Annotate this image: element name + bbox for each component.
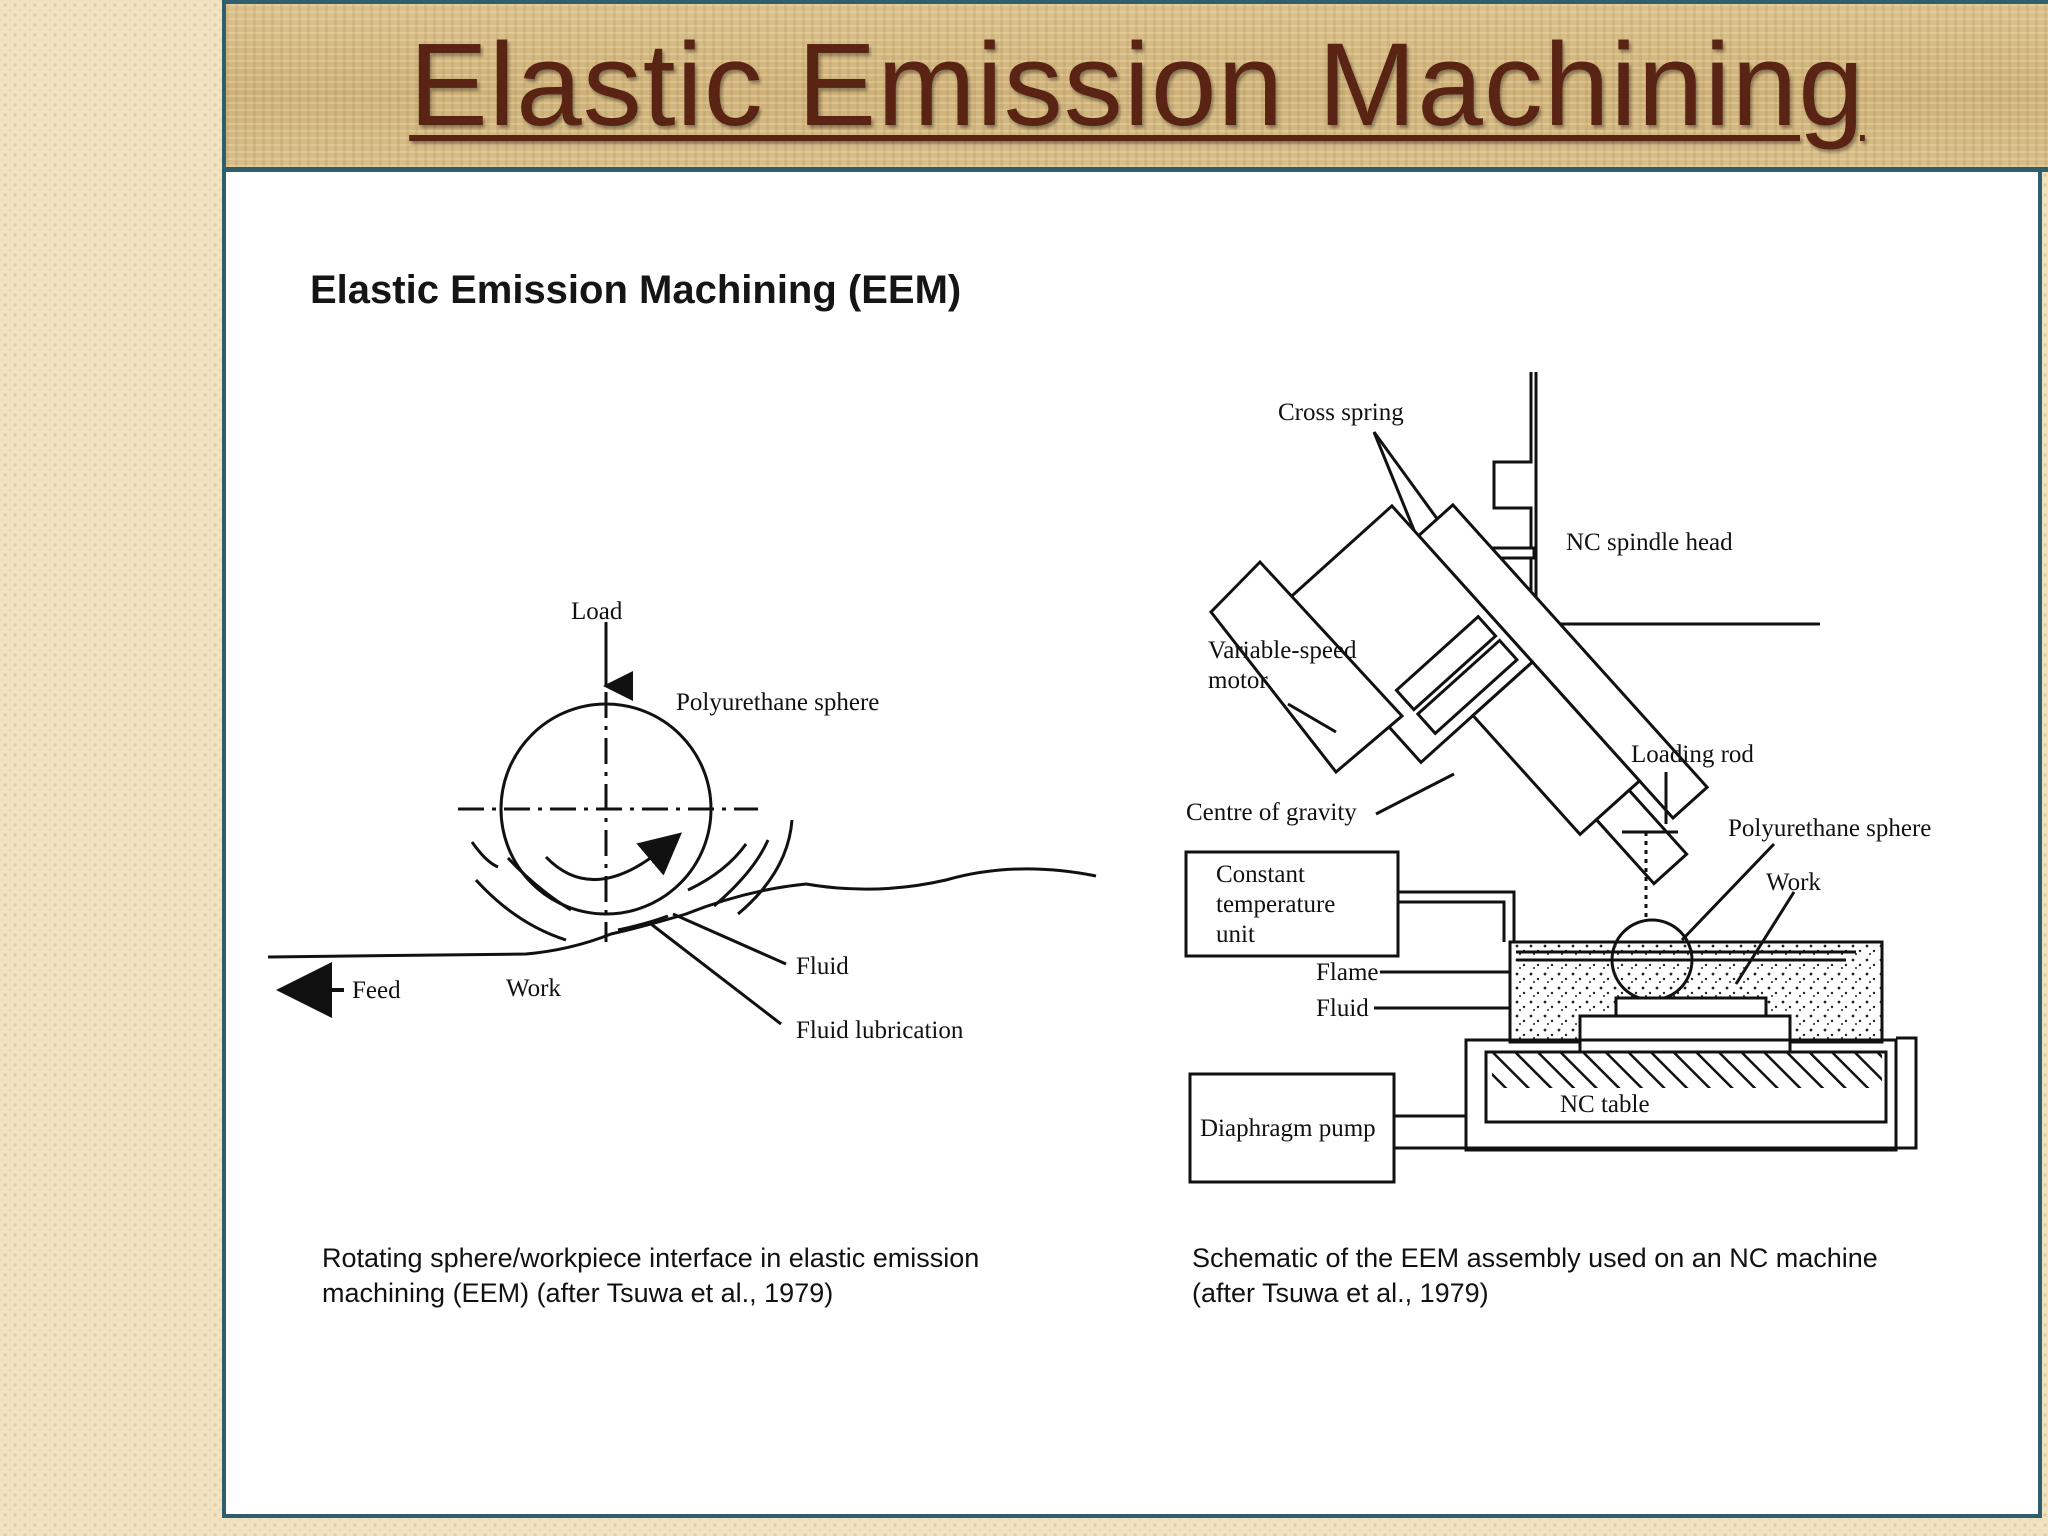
fluid-arc-5 (713, 839, 770, 908)
fluid-arc-6 (737, 819, 794, 916)
diaphragm-pump (1188, 1072, 1396, 1184)
constant-temp-pipe-1 (1398, 890, 1516, 942)
pulley-2 (1415, 638, 1520, 736)
eem-assembly-schematic (1184, 372, 1918, 1184)
sphere-leader (1680, 842, 1776, 942)
label-fluid-lubrication: Fluid lubrication (796, 1017, 964, 1044)
fluid-arc-7 (617, 914, 669, 932)
label-constant: Constant (1216, 861, 1305, 888)
spindle-shaft (1594, 788, 1689, 886)
figure-heading: Elastic Emission Machining (EEM) (310, 268, 962, 312)
cross-spring-leader-1 (1372, 431, 1420, 541)
fluid-leader (672, 912, 787, 966)
label-work-right: Work (1766, 869, 1821, 896)
label-nc-spindle-head: NC spindle head (1566, 529, 1733, 556)
label-fluid-right: Fluid (1316, 995, 1369, 1022)
label-variable-speed: Variable-speed (1208, 637, 1357, 664)
fluid-arc-3 (470, 841, 499, 869)
title-band: Elastic Emission Machining (222, 0, 2048, 172)
fluid-lubrication-leader (650, 922, 782, 1026)
label-load: Load (571, 598, 623, 625)
left-decorative-strip (0, 0, 220, 1536)
cross-spring-leader-2 (1372, 431, 1440, 521)
centre-of-gravity-leader (1375, 772, 1455, 816)
fluid-arc-4 (687, 843, 748, 892)
slide-title: Elastic Emission Machining (409, 19, 1865, 151)
caption-left: Rotating sphere/workpiece interface in e… (322, 1243, 980, 1308)
fluid-arc-1 (474, 878, 567, 942)
motor-outline (1209, 559, 1405, 775)
fluid-arc-2 (506, 856, 572, 912)
label-temperature: temperature (1216, 891, 1335, 918)
work-base (1578, 1014, 1792, 1054)
label-flame: Flame (1316, 959, 1379, 986)
rotation-arrow (544, 832, 683, 882)
nc-table-frame (1464, 1038, 1898, 1152)
label-diaphragm-pump: Diaphragm pump (1200, 1115, 1376, 1142)
caption-right: Schematic of the EEM assembly used on an… (1192, 1243, 1878, 1308)
constant-temp-pipe-2 (1398, 900, 1506, 942)
label-loading-rod: Loading rod (1631, 741, 1754, 768)
pulley (1394, 614, 1498, 712)
work-surface (267, 867, 1097, 959)
label-unit: unit (1216, 921, 1255, 948)
label-fluid: Fluid (796, 953, 849, 980)
label-cross-spring: Cross spring (1278, 399, 1404, 426)
motor-leader (1287, 702, 1337, 734)
content-panel: Elastic Emission Machining (EEM) (222, 172, 2042, 1518)
label-polyurethane-sphere-right: Polyurethane sphere (1728, 815, 1931, 842)
sphere-interface-diagram (267, 622, 1097, 1026)
nc-table-hatch (1492, 1052, 1882, 1088)
nc-spindle-head-outline (1492, 372, 1820, 626)
label-polyurethane-sphere: Polyurethane sphere (676, 689, 879, 716)
label-centre-of-gravity: Centre of gravity (1186, 799, 1357, 826)
label-nc-table: NC table (1560, 1091, 1650, 1118)
label-work: Work (506, 975, 561, 1002)
diagrams-canvas: Load Polyurethane sphere Fluid Fluid lub… (267, 372, 1931, 1184)
constant-temperature-unit (1184, 850, 1400, 958)
label-feed: Feed (352, 977, 401, 1004)
pump-return-pipe (1394, 1036, 1918, 1150)
nc-table-inner (1484, 1050, 1888, 1124)
label-motor: motor (1208, 667, 1268, 694)
